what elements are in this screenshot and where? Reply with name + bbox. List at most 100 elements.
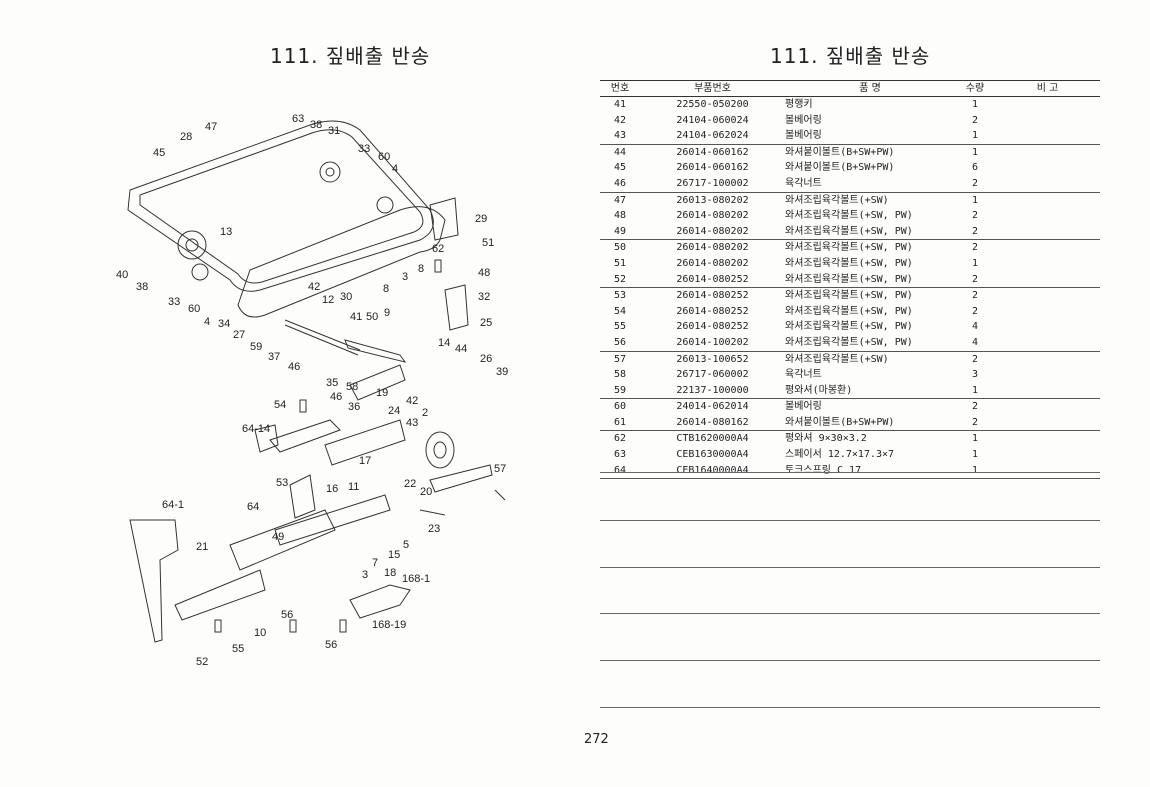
callout-37: 37: [268, 351, 280, 363]
cell-part-name: 평행키: [785, 99, 813, 110]
cell-remarks: [995, 97, 1100, 113]
callout-33: 33: [358, 143, 370, 155]
callout-32: 32: [478, 291, 490, 303]
cell-part-number: 24104-062024: [676, 130, 749, 142]
callout-17: 17: [359, 455, 371, 467]
cell-part-number: 26014-080202: [676, 210, 749, 222]
cell-part-number: 24014-062014: [676, 401, 749, 413]
cell-quantity: 2: [971, 114, 979, 126]
cell-no: 60: [613, 401, 627, 413]
callout-64-14: 64-14: [242, 423, 270, 435]
cell-quantity: 1: [971, 130, 979, 142]
cell-quantity: 1: [971, 433, 979, 445]
cell-no: 54: [613, 305, 627, 317]
cell-quantity: 1: [971, 146, 979, 158]
callout-8: 8: [418, 263, 424, 275]
cell-quantity: 3: [971, 369, 979, 381]
callout-18: 18: [384, 567, 396, 579]
cell-no: 53: [613, 290, 627, 302]
header-no: 번호: [610, 83, 630, 94]
cell-part-number: 26013-100652: [676, 353, 749, 365]
callout-47: 47: [205, 121, 217, 133]
blank-line: [600, 613, 1100, 614]
cell-part-number: CTB1620000A4: [676, 433, 749, 445]
callout-26: 26: [480, 353, 492, 365]
cell-part-name: 와셔조립육각볼트(+SW, PW): [785, 321, 913, 333]
cell-quantity: 1: [971, 384, 979, 396]
cell-quantity: 2: [971, 290, 979, 302]
cell-no: 47: [613, 194, 627, 206]
cell-remarks: [995, 240, 1100, 256]
cell-remarks: [995, 208, 1100, 224]
cell-no: 50: [613, 242, 627, 254]
cell-part-name: 와셔조립육각볼트(+SW, PW): [785, 210, 913, 222]
blank-line: [600, 520, 1100, 521]
callout-34: 34: [218, 318, 230, 330]
cell-part-name: 와셔붙이볼트(B+SW+PW): [785, 146, 895, 158]
callout-60b: 60: [188, 303, 200, 315]
table-row: 47 26013-080202 와셔조립육각볼트(+SW) 1: [600, 193, 1100, 209]
callout-33b: 33: [168, 296, 180, 308]
cell-no: 59: [613, 384, 627, 396]
blank-line: [600, 707, 1100, 708]
cell-part-number: 26014-080202: [676, 257, 749, 269]
cell-part-number: 26014-080202: [676, 242, 749, 254]
cell-part-name: 볼베어링: [785, 130, 822, 142]
callout-48: 48: [478, 267, 490, 279]
callout-12: 12: [322, 294, 334, 306]
cell-part-number: CEB1630000A4: [676, 449, 749, 461]
cell-no: 64: [613, 464, 627, 476]
callout-31: 31: [328, 125, 340, 137]
callout-38b: 38: [136, 281, 148, 293]
cell-remarks: [995, 256, 1100, 272]
callout-7: 7: [372, 557, 378, 569]
cell-part-name: 와셔붙이볼트(B+SW+PW): [785, 162, 895, 174]
cell-quantity: 4: [971, 336, 979, 348]
header-part-name: 품 명: [859, 83, 881, 94]
callout-60: 60: [378, 151, 390, 163]
callout-55: 55: [232, 643, 244, 655]
cell-part-name: 와셔조립육각볼트(+SW, PW): [785, 305, 913, 317]
cell-remarks: [995, 113, 1100, 129]
callout-49: 49: [272, 531, 284, 543]
cell-no: 48: [613, 210, 627, 222]
cell-part-name: 와셔조립육각볼트(+SW): [785, 353, 889, 365]
callout-42b: 42: [406, 395, 418, 407]
cell-remarks: [995, 288, 1100, 304]
callout-3: 3: [402, 271, 408, 283]
cell-no: 56: [613, 336, 627, 348]
cell-no: 55: [613, 321, 627, 333]
callout-54: 54: [274, 399, 286, 411]
callout-62: 62: [432, 243, 444, 255]
callout-21: 21: [196, 541, 208, 553]
callout-44: 44: [455, 343, 467, 355]
cell-part-name: 와셔조립육각볼트(+SW, PW): [785, 257, 913, 269]
cell-no: 51: [613, 257, 627, 269]
header-part-number: 부품번호: [694, 83, 731, 94]
cell-part-number: CEB1640000A4: [676, 464, 749, 476]
callout-24: 24: [388, 405, 400, 417]
callout-2: 2: [422, 407, 428, 419]
callout-64: 64: [247, 501, 259, 513]
cell-no: 41: [613, 99, 627, 110]
cell-remarks: [995, 145, 1100, 161]
cell-part-number: 26013-080202: [676, 194, 749, 206]
cell-quantity: 2: [971, 401, 979, 413]
cell-quantity: 1: [971, 194, 979, 206]
cell-part-name: 와셔조립육각볼트(+SW, PW): [785, 273, 913, 285]
cell-part-name: 육각너트: [785, 177, 822, 189]
table-header: 번호 부품번호 품 명 수량 비 고: [600, 80, 1100, 97]
cell-part-name: 와셔조립육각볼트(+SW, PW): [785, 242, 913, 254]
callout-13: 13: [220, 226, 232, 238]
cell-no: 57: [613, 353, 627, 365]
cell-no: 62: [613, 433, 627, 445]
cell-no: 52: [613, 273, 627, 285]
cell-part-name: 와셔조립육각볼트(+SW): [785, 194, 889, 206]
